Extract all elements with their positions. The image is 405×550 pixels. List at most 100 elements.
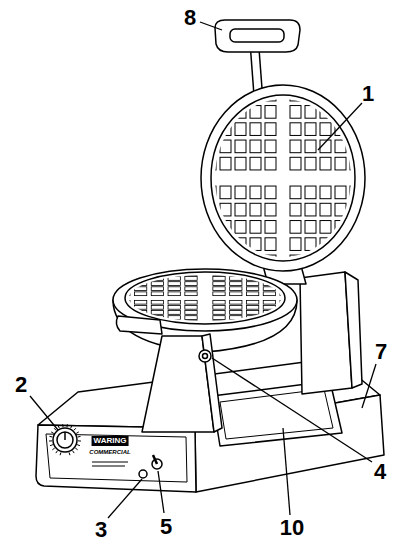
- waffle-cell: [230, 287, 242, 291]
- dial-tick: [78, 436, 81, 438]
- waffle-cell: [246, 271, 258, 275]
- waffle-cell: [134, 300, 146, 304]
- waffle-cell: [213, 305, 225, 309]
- waffle-cell: [280, 282, 292, 286]
- waffle-cell: [213, 271, 225, 275]
- waffle-cell: [250, 203, 261, 216]
- dial-tick: [56, 451, 58, 453]
- waffle-cell: [168, 271, 180, 275]
- waffle-cell: [205, 238, 216, 251]
- waffle-cell: [335, 221, 346, 234]
- waffle-cell: [335, 255, 346, 268]
- waffle-cell: [230, 321, 242, 325]
- waffle-cell: [118, 311, 130, 315]
- waffle-cell: [134, 305, 146, 309]
- waffle-cell: [350, 88, 361, 101]
- waffle-cell: [235, 221, 246, 234]
- waffle-cell: [280, 311, 292, 315]
- waffle-cell: [213, 282, 225, 286]
- waffle-cell: [265, 140, 276, 153]
- waffle-cell: [235, 140, 246, 153]
- waffle-cell: [263, 271, 275, 275]
- waffle-cell: [320, 255, 331, 268]
- callout-number: 2: [15, 374, 27, 396]
- waffle-cell: [118, 316, 130, 320]
- waffle-cell: [290, 123, 301, 136]
- waffle-cell: [235, 255, 246, 268]
- waffle-cell: [350, 123, 361, 136]
- waffle-cell: [151, 305, 163, 309]
- waffle-cell: [280, 271, 292, 275]
- waffle-cell: [280, 287, 292, 291]
- dial-tick: [69, 452, 71, 455]
- waffle-cell: [185, 292, 197, 296]
- waffle-cell: [185, 287, 197, 291]
- waffle-cell: [305, 88, 316, 101]
- waffle-cell: [246, 292, 258, 296]
- leader-line: [200, 22, 222, 30]
- plate-waffle-grid: [118, 271, 293, 324]
- callout-number: 7: [375, 341, 387, 363]
- waffle-cell: [205, 186, 216, 199]
- handle-stem-outline: [255, 52, 258, 92]
- lower-plate: [125, 272, 285, 324]
- waffle-cell: [350, 238, 361, 251]
- waffle-cell: [185, 300, 197, 304]
- waffle-cell: [250, 106, 261, 119]
- waffle-cell: [280, 316, 292, 320]
- waffle-cell: [305, 106, 316, 119]
- waffle-cell: [134, 321, 146, 325]
- thermostat-dial: [53, 428, 77, 452]
- waffle-cell: [265, 106, 276, 119]
- waffle-cell: [350, 106, 361, 119]
- waffle-cell: [263, 305, 275, 309]
- waffle-cell: [250, 186, 261, 199]
- waffle-cell: [168, 316, 180, 320]
- waffle-cell: [230, 300, 242, 304]
- waffle-cell: [235, 238, 246, 251]
- waffle-cell: [168, 311, 180, 315]
- waffle-cell: [118, 271, 130, 275]
- waffle-cell: [134, 277, 146, 281]
- waffle-cell: [134, 292, 146, 296]
- waffle-cell: [220, 203, 231, 216]
- left-tower-side: [202, 334, 222, 432]
- waffle-cell: [220, 106, 231, 119]
- waffle-cell: [290, 203, 301, 216]
- waffle-cell: [305, 203, 316, 216]
- leader-line: [212, 358, 372, 462]
- waffle-cell: [134, 311, 146, 315]
- waffle-cell: [320, 123, 331, 136]
- waffle-cell: [151, 271, 163, 275]
- waffle-cell: [134, 287, 146, 291]
- waffle-cell: [205, 123, 216, 136]
- waffle-cell: [250, 221, 261, 234]
- waffle-cell: [265, 186, 276, 199]
- waffle-cell: [320, 106, 331, 119]
- release-knob-center: [203, 354, 208, 359]
- waffle-cell: [265, 88, 276, 101]
- waffle-cell: [290, 157, 301, 170]
- release-knob: [199, 350, 211, 362]
- waffle-cell: [250, 88, 261, 101]
- waffle-cell: [213, 300, 225, 304]
- waffle-cell: [168, 300, 180, 304]
- waffle-cell: [213, 321, 225, 325]
- waffle-cell: [185, 311, 197, 315]
- waffle-cell: [213, 277, 225, 281]
- waffle-cell: [230, 282, 242, 286]
- waffle-cell: [205, 203, 216, 216]
- waffle-cell: [290, 186, 301, 199]
- dial-ticks: [49, 424, 81, 455]
- waffle-cell: [290, 238, 301, 251]
- callout-number: 5: [160, 516, 172, 538]
- waffle-cell: [118, 282, 130, 286]
- dial-tick: [51, 432, 54, 434]
- left-tower: [142, 336, 214, 432]
- waffle-cell: [320, 157, 331, 170]
- waffle-cell: [263, 282, 275, 286]
- waffle-cell: [246, 316, 258, 320]
- waffle-cell: [185, 277, 197, 281]
- waffle-cell: [230, 316, 242, 320]
